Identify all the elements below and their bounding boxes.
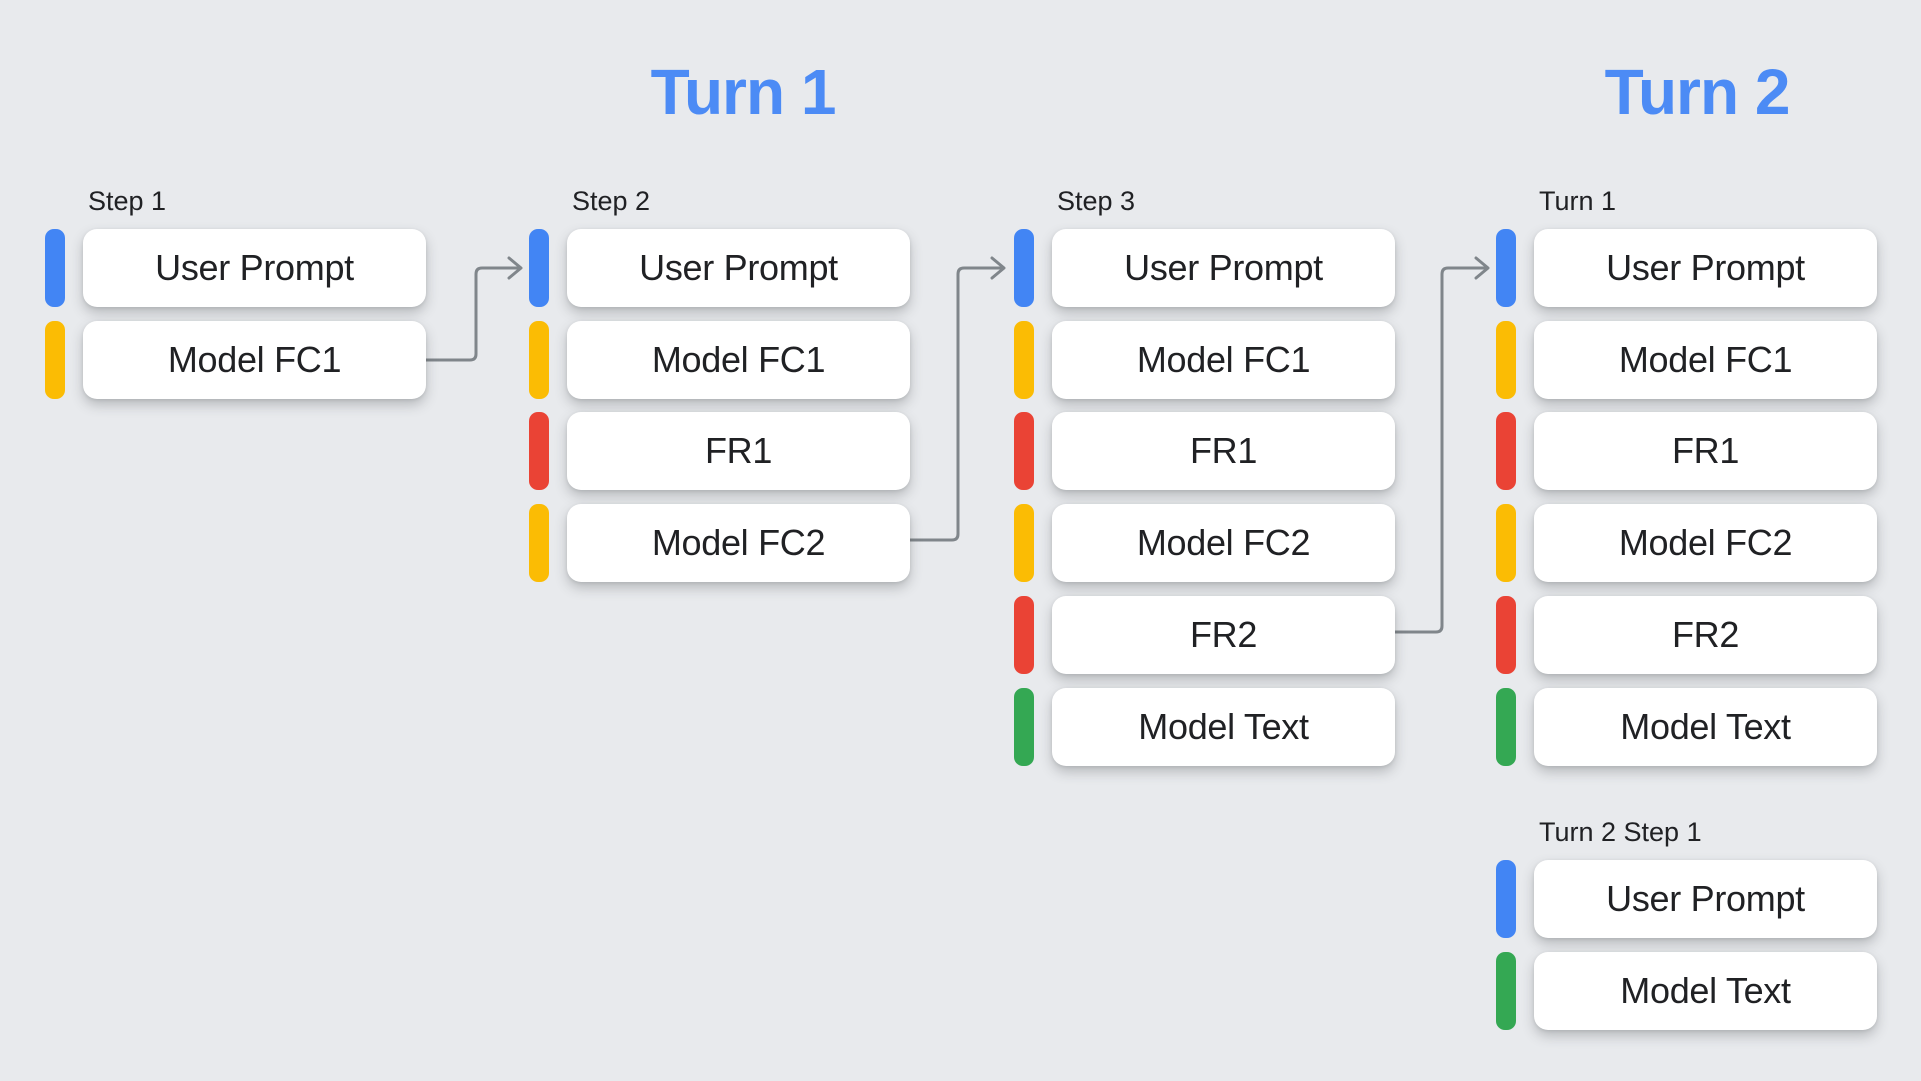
column-label: Turn 2 Step 1 [1539, 817, 1702, 847]
green-color-bar [1014, 687, 1034, 766]
card-label: FR1 [1189, 430, 1258, 472]
card: FR2 [1534, 595, 1877, 674]
card-label: Model FC2 [1618, 522, 1793, 564]
card-label: User Prompt [155, 247, 354, 288]
card-label: FR2 [1189, 613, 1258, 655]
card: FR1 [1534, 412, 1877, 491]
card: User Prompt [83, 229, 426, 307]
card-label: Model FC2 [1136, 522, 1311, 564]
red-color-bar [1496, 595, 1516, 674]
card: FR1 [1052, 412, 1395, 491]
card-label: User Prompt [1124, 247, 1323, 288]
card-label: FR2 [1671, 613, 1740, 655]
card-label: FR1 [1671, 430, 1740, 472]
column-label: Step 2 [572, 186, 651, 216]
yellow-color-bar [45, 320, 65, 399]
card: Model Text [1052, 687, 1395, 766]
card: Model FC1 [1052, 320, 1395, 399]
card-label: FR1 [704, 430, 773, 472]
green-color-bar [1496, 687, 1516, 766]
turn-2-title: Turn 2 [1604, 56, 1791, 128]
red-color-bar [1014, 595, 1034, 674]
card-label: Model FC1 [651, 338, 826, 380]
red-color-bar [529, 412, 549, 491]
red-color-bar [1496, 412, 1516, 491]
card: Model FC1 [83, 320, 426, 399]
yellow-color-bar [529, 320, 549, 399]
arrowhead-icon [507, 256, 523, 280]
card: User Prompt [1534, 860, 1877, 938]
blue-color-bar [45, 229, 65, 307]
red-color-bar [1014, 412, 1034, 491]
card-label: User Prompt [639, 247, 838, 288]
card: User Prompt [1534, 229, 1877, 307]
column-label: Step 3 [1057, 186, 1136, 216]
card-label: Model FC1 [1136, 338, 1311, 380]
card: FR1 [567, 412, 910, 491]
card: Model FC2 [1534, 504, 1877, 583]
yellow-color-bar [1496, 320, 1516, 399]
card: Model FC1 [1534, 320, 1877, 399]
card-label: Model FC1 [1618, 338, 1793, 380]
yellow-color-bar [529, 504, 549, 583]
card: Model Text [1534, 951, 1877, 1030]
card-label: Model FC1 [167, 338, 342, 380]
card: Model Text [1534, 687, 1877, 766]
arrowhead-icon [1474, 256, 1490, 280]
blue-color-bar [1014, 229, 1034, 307]
yellow-color-bar [1014, 504, 1034, 583]
yellow-color-bar [1496, 504, 1516, 583]
card-label: Model FC2 [651, 522, 826, 564]
card: User Prompt [1052, 229, 1395, 307]
card-label: User Prompt [1606, 878, 1805, 919]
card: FR2 [1052, 595, 1395, 674]
blue-color-bar [1496, 229, 1516, 307]
connector-arrow-2 [910, 266, 1004, 542]
connector-arrow-1 [426, 266, 521, 362]
arrowhead-icon [990, 256, 1006, 280]
card: Model FC1 [567, 320, 910, 399]
card-label: User Prompt [1606, 247, 1805, 288]
card: User Prompt [567, 229, 910, 307]
column-label: Turn 1 [1539, 186, 1617, 216]
turn-1-title: Turn 1 [650, 56, 837, 128]
column-label: Step 1 [88, 186, 167, 216]
card: Model FC2 [1052, 504, 1395, 583]
card-label: Model Text [1620, 705, 1791, 747]
green-color-bar [1496, 951, 1516, 1030]
yellow-color-bar [1014, 320, 1034, 399]
card: Model FC2 [567, 504, 910, 583]
blue-color-bar [1496, 860, 1516, 938]
blue-color-bar [529, 229, 549, 307]
card-label: Model Text [1620, 969, 1791, 1011]
card-label: Model Text [1138, 705, 1309, 747]
connector-arrow-3 [1395, 266, 1488, 634]
